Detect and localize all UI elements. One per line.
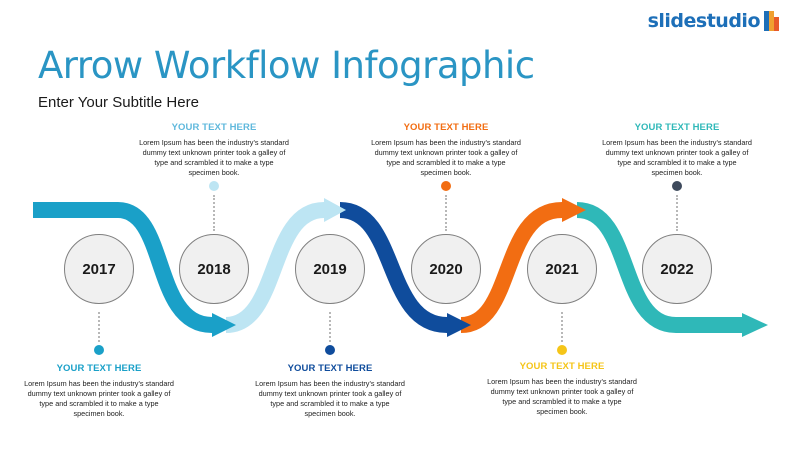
year-circle-2020: 2020 xyxy=(411,234,481,304)
arrow-segment-2019 xyxy=(339,202,448,333)
arrowhead-2020 xyxy=(562,198,586,222)
text-heading: YOUR TEXT HERE xyxy=(634,122,720,133)
connector-line-2020 xyxy=(445,195,447,231)
text-block-2019: YOUR TEXT HERE Lorem Ipsum has been the … xyxy=(255,363,405,418)
milestone-dot-2022 xyxy=(672,181,682,191)
arrow-segment-2020 xyxy=(460,202,563,333)
text-body: Lorem Ipsum has been the industry's stan… xyxy=(487,377,637,416)
logo-text: slidestudio xyxy=(647,10,761,32)
text-body: Lorem Ipsum has been the industry's stan… xyxy=(602,138,752,177)
year-circle-2021: 2021 xyxy=(527,234,597,304)
milestone-dot-2019 xyxy=(325,345,335,355)
arrowhead-2019 xyxy=(447,313,471,337)
milestone-dot-2021 xyxy=(557,345,567,355)
milestone-dot-2018 xyxy=(209,181,219,191)
arrowhead-2018 xyxy=(324,198,346,222)
logo-bars-icon xyxy=(764,11,779,31)
text-body: Lorem Ipsum has been the industry's stan… xyxy=(371,138,521,177)
year-circle-2017: 2017 xyxy=(64,234,134,304)
slidestudio-logo: slidestudio xyxy=(647,8,779,34)
connector-line-2019 xyxy=(329,312,331,342)
page-subtitle: Enter Your Subtitle Here xyxy=(38,94,199,111)
text-body: Lorem Ipsum has been the industry's stan… xyxy=(139,138,289,177)
arrow-segment-2018 xyxy=(225,202,325,333)
connector-line-2017 xyxy=(98,312,100,342)
milestone-dot-2017 xyxy=(94,345,104,355)
year-circle-2022: 2022 xyxy=(642,234,712,304)
arrow-segment-2021 xyxy=(576,202,742,333)
text-heading: YOUR TEXT HERE xyxy=(287,363,373,374)
year-circle-2019: 2019 xyxy=(295,234,365,304)
text-heading: YOUR TEXT HERE xyxy=(403,122,489,133)
text-heading: YOUR TEXT HERE xyxy=(171,122,257,133)
text-body: Lorem Ipsum has been the industry's stan… xyxy=(255,379,405,418)
connector-line-2018 xyxy=(213,195,215,231)
arrow-segment-2017 xyxy=(33,202,213,333)
text-body: Lorem Ipsum has been the industry's stan… xyxy=(24,379,174,418)
year-circle-2018: 2018 xyxy=(179,234,249,304)
connector-line-2021 xyxy=(561,312,563,342)
arrowhead-2021 xyxy=(742,313,768,337)
text-block-2020: YOUR TEXT HERE Lorem Ipsum has been the … xyxy=(371,122,521,177)
connector-line-2022 xyxy=(676,195,678,231)
page-title: Arrow Workflow Infographic xyxy=(38,44,535,87)
text-block-2017: YOUR TEXT HERE Lorem Ipsum has been the … xyxy=(24,363,174,418)
text-heading: YOUR TEXT HERE xyxy=(519,361,605,372)
milestone-dot-2020 xyxy=(441,181,451,191)
text-block-2021: YOUR TEXT HERE Lorem Ipsum has been the … xyxy=(487,361,637,416)
text-heading: YOUR TEXT HERE xyxy=(56,363,142,374)
text-block-2022: YOUR TEXT HERE Lorem Ipsum has been the … xyxy=(602,122,752,177)
text-block-2018: YOUR TEXT HERE Lorem Ipsum has been the … xyxy=(139,122,289,177)
arrowhead-2017 xyxy=(212,313,236,337)
